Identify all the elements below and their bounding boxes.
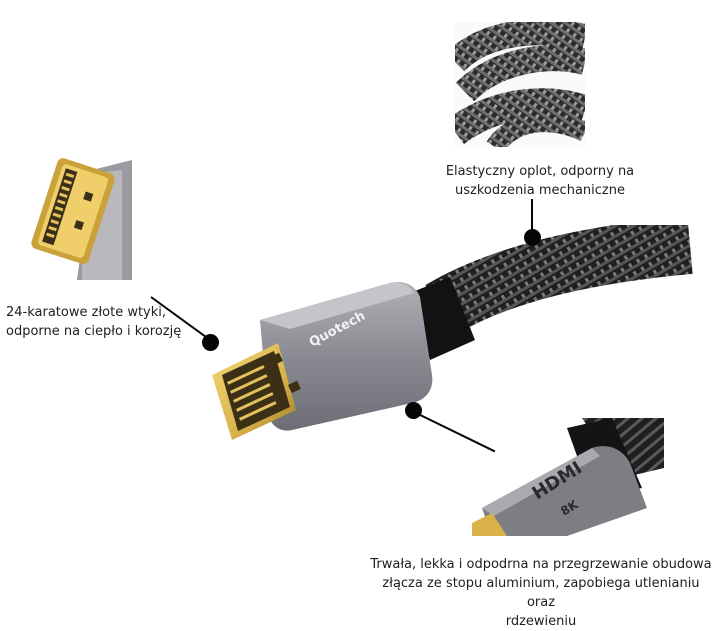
gold-plug-caption: 24-karatowe złote wtyki, odporne na ciep… [6, 303, 206, 341]
housing-caption-line3: rdzewieniu [505, 614, 577, 629]
braid-caption: Elastyczny oplot, odporny na uszkodzenia… [420, 162, 660, 200]
hdmi-cable-main-image: Quotech [200, 225, 700, 455]
housing-caption-line2: złącza ze stopu aluminium, zapobiega utl… [382, 576, 700, 610]
gold-plug-caption-line2: odporne na ciepło i korozję [6, 324, 182, 339]
braid-caption-text: Elastyczny oplot, odporny na uszkodzenia… [445, 164, 635, 198]
braided-cable-closeup-image [455, 22, 585, 147]
gold-plug-closeup-image [22, 150, 132, 280]
braid-pointer-dot [524, 229, 541, 246]
housing-closeup-image: HDMI 8K [472, 418, 664, 536]
housing-caption-line1: Trwała, lekka i odpodrna na przegrzewani… [370, 557, 712, 572]
housing-pointer-dot [405, 402, 422, 419]
gold-plug-caption-line1: 24-karatowe złote wtyki, [6, 305, 167, 320]
gold-pointer-dot [202, 334, 219, 351]
